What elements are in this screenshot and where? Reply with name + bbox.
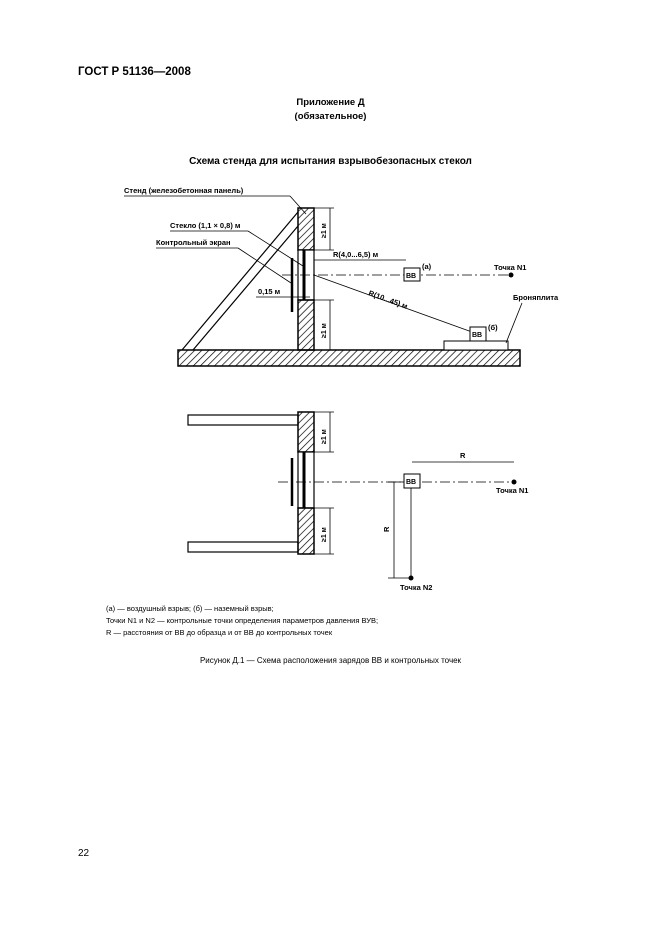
plan-dim-label-bottom: ≥1 м (321, 527, 328, 542)
point2-plan-label: Точка N2 (400, 583, 432, 592)
plan-brace-top (187, 414, 299, 426)
charge-air-label: ВВ (406, 273, 416, 280)
page-number: 22 (78, 848, 90, 859)
r-plan-label: R (460, 451, 466, 460)
mark-b: (б) (488, 323, 498, 332)
gap-label: 0,15 м (258, 287, 281, 296)
figure-legend: (а) — воздушный взрыв; (б) — наземный вз… (106, 603, 546, 639)
standard-designation: ГОСТ Р 51136—2008 (78, 66, 191, 78)
dim-label-top: ≥1 м (321, 223, 328, 238)
figure-caption: Рисунок Д.1 — Схема расположения зарядов… (199, 656, 462, 665)
point1-marker (508, 272, 514, 278)
charge-ground-label: ВВ (472, 332, 482, 339)
concrete-panel-top (297, 207, 315, 251)
charge-air-box (403, 267, 421, 282)
legend-line-1: (а) — воздушный взрыв; (б) — наземный вз… (106, 604, 274, 613)
point1-plan-label: Точка N1 (496, 486, 528, 495)
legend-line-2: Точки N1 и N2 — контрольные точки опреде… (106, 616, 379, 625)
armor-plate (443, 340, 509, 351)
mark-a: (а) (422, 262, 432, 271)
armor-plate-label: Броняплита (513, 293, 559, 302)
plan-wall-top (297, 411, 315, 453)
plan-brace-bottom (187, 541, 299, 553)
appendix-status: (обязательное) (294, 111, 367, 122)
appendix-heading: Приложение Д (обязательное) (0, 96, 661, 124)
legend-line-3: R — расстояния от ВВ до образца и от ВВ … (106, 628, 333, 637)
appendix-title: Приложение Д (296, 97, 365, 108)
charge-plan-label: ВВ (406, 479, 416, 486)
point1-plan-marker (511, 479, 517, 485)
point2-plan-marker (408, 575, 414, 581)
brace-outer (181, 211, 299, 351)
figure-title: Схема стенда для испытания взрывобезопас… (189, 156, 472, 167)
glass-label: Стекло (1,1 × 0,8) м (170, 221, 241, 230)
charge-plan-box (403, 473, 421, 489)
plan-glass-opening (297, 451, 315, 509)
plan-dim-label-top: ≥1 м (321, 429, 328, 444)
stand-label: Стенд (железобетонная панель) (124, 186, 244, 195)
point1-label: Точка N1 (494, 263, 526, 272)
r-air-label: R(4,0...6,5) м (333, 250, 379, 259)
stand-leader-2 (289, 195, 307, 215)
brace-inner (192, 225, 299, 351)
dim-label-bottom: ≥1 м (321, 323, 328, 338)
ground-slab (177, 349, 521, 367)
plan-wall-bottom (297, 507, 315, 555)
charge-ground-box (469, 326, 487, 342)
control-screen-leader-2 (237, 247, 292, 284)
concrete-panel-bottom (297, 299, 315, 351)
glass-leader-2 (247, 230, 304, 267)
control-screen-label: Контрольный экран (156, 238, 231, 247)
plan-view: ≥1 м ≥1 м ВВ R Точка N1 R Точка N2 (187, 411, 528, 592)
side-view: ≥1 м ≥1 м R(4,0...6,5) м ВВ (а) Точка N1… (124, 186, 559, 367)
r-ground-label: R(10...45) м (367, 288, 409, 311)
r-plan-vertical-label: R (382, 526, 391, 532)
armor-plate-leader (505, 302, 523, 344)
r-ground-line (313, 274, 473, 333)
